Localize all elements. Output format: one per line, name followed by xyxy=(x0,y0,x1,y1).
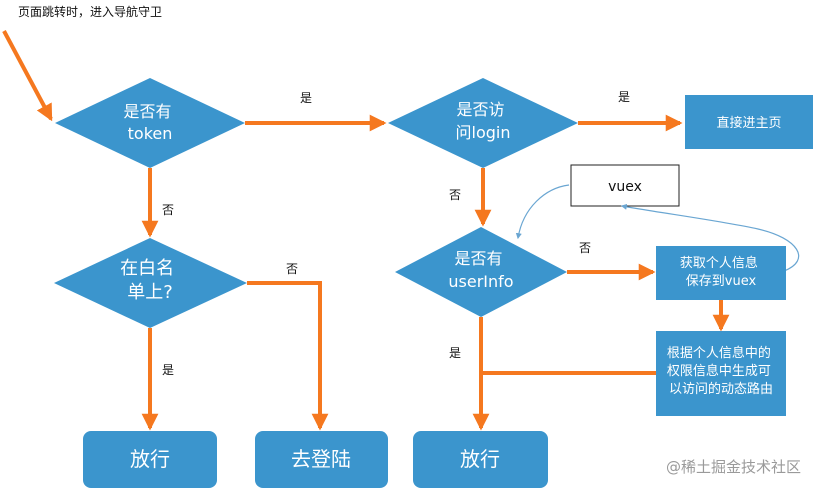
decision-whitelist-line-1: 在白名 xyxy=(120,258,174,279)
userinfo-yes-label: 是 xyxy=(449,346,461,360)
whitelist-no-label: 否 xyxy=(286,262,298,276)
watermark-text: @稀土掘金技术社区 xyxy=(666,458,801,476)
token-no-label: 否 xyxy=(162,203,174,217)
decision-is-login xyxy=(388,78,578,168)
vuex-to-userinfo-arrow xyxy=(515,184,570,240)
whitelist-no-connector xyxy=(247,281,329,431)
node-pass-right-label: 放行 xyxy=(460,447,500,471)
decision-has-userinfo-label: 是否有 userInfo xyxy=(448,249,513,291)
node-pass-left-label: 放行 xyxy=(130,447,170,471)
node-fetch-user xyxy=(656,246,786,300)
decision-is-login-label: 是否访 问login xyxy=(456,100,511,142)
node-generate-routes-line-1: 根据个人信息中的 xyxy=(667,345,771,361)
token-yes-label: 是 xyxy=(300,91,312,105)
login-no-label: 否 xyxy=(449,188,461,202)
login-yes-label: 是 xyxy=(618,90,630,104)
node-generate-routes-line-3: 以访问的动态路由 xyxy=(669,381,773,397)
node-fetch-user-line-1: 获取个人信息 xyxy=(680,255,758,271)
node-pass-right xyxy=(413,431,548,488)
decision-whitelist-label: 在白名 单上? xyxy=(120,258,180,303)
decision-is-login-line-2: 问login xyxy=(456,123,511,142)
decision-has-token-line-2: token xyxy=(128,124,173,143)
node-to-login xyxy=(255,431,388,488)
diagram-caption: 页面跳转时，进入导航守卫 xyxy=(18,4,162,19)
userinfo-no-label: 否 xyxy=(579,241,591,255)
node-generate-routes-line-2: 权限信息中生成可 xyxy=(667,363,771,379)
node-go-home xyxy=(685,95,813,149)
entry-arrow xyxy=(2,30,53,122)
node-fetch-user-line-2: 保存到vuex xyxy=(686,274,757,289)
node-generate-routes-label: 根据个人信息中的 权限信息中生成可 以访问的动态路由 xyxy=(667,345,775,397)
decision-has-userinfo-line-1: 是否有 xyxy=(454,249,502,268)
node-to-login-label: 去登陆 xyxy=(291,447,351,471)
node-pass-left xyxy=(83,431,217,488)
whitelist-yes-label: 是 xyxy=(162,363,174,377)
node-generate-routes xyxy=(656,331,786,416)
decision-whitelist xyxy=(54,238,247,328)
decision-has-userinfo-line-2: userInfo xyxy=(448,272,513,291)
decision-has-token-label: 是否有 token xyxy=(123,102,176,143)
decision-whitelist-line-2: 单上? xyxy=(127,282,173,303)
decision-has-token xyxy=(55,78,245,168)
decision-has-userinfo xyxy=(395,227,567,317)
node-vuex-label: vuex xyxy=(608,179,642,195)
decision-has-token-line-1: 是否有 xyxy=(123,102,171,121)
fetch-to-vuex-arrow xyxy=(620,203,800,272)
decision-is-login-line-1: 是否访 xyxy=(456,100,504,119)
node-vuex xyxy=(570,164,680,207)
node-go-home-label: 直接进主页 xyxy=(716,115,781,131)
node-fetch-user-label: 获取个人信息 保存到vuex xyxy=(680,255,762,289)
